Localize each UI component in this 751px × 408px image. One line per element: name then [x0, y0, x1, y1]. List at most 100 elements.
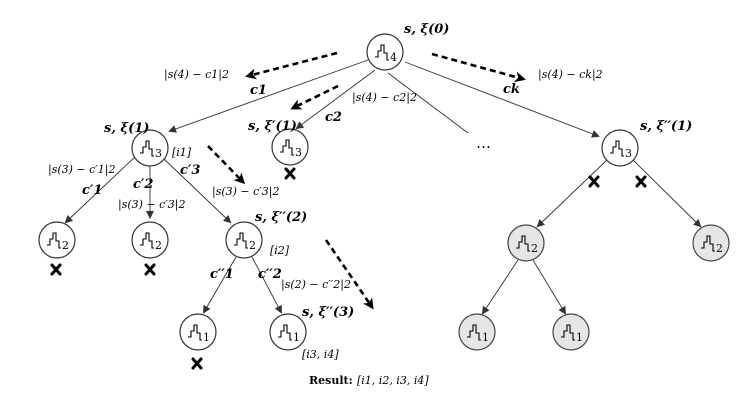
tree-node-c1: 2 [507, 224, 545, 262]
pruned-marker-c-right [635, 175, 647, 188]
step-glyph-icon [701, 235, 715, 252]
edge-label-ck: ck [503, 82, 520, 97]
tree-node-a1: 2 [38, 221, 76, 259]
state-label-a3b: s, ξ′′(3) [302, 305, 354, 320]
state-label-b: s, ξ′(1) [248, 119, 297, 134]
node-circle [131, 221, 169, 259]
cost-label-a-c2p: |s(3) − c′3|2 [118, 198, 186, 212]
node-subscript: 3 [295, 146, 302, 159]
step-glyph-icon [467, 324, 481, 341]
cost-label-root-ck: |s(4) − ck|2 [538, 68, 603, 82]
pruned-marker-a2 [144, 263, 156, 276]
pruned-marker-b [284, 167, 296, 180]
index-label-a3: [i2] [270, 244, 290, 257]
dashed-arrow-a3b [324, 239, 374, 310]
step-glyph-icon [234, 232, 248, 249]
node-subscript: 2 [716, 242, 723, 255]
edge-c1-c1b [532, 259, 567, 315]
edge-choice-labels: c1 c2 ck c′1 c′2 c′3 c′′1 c′′2 [82, 82, 520, 282]
step-glyph-icon [561, 324, 575, 341]
edge-root-b [295, 69, 376, 130]
step-glyph-icon [375, 44, 389, 61]
node-circle [601, 129, 639, 167]
cost-label-root-c2: |s(4) − c2|2 [352, 91, 417, 105]
step-glyph-icon [516, 235, 530, 252]
cost-label-root-c1: |s(4) − c1|2 [164, 68, 229, 82]
edge-label-c3p: c′3 [180, 163, 200, 178]
step-glyph-icon [610, 140, 624, 157]
index-label-a: [i1] [172, 146, 192, 159]
node-circle [269, 313, 307, 351]
step-glyph-icon [188, 324, 202, 341]
edge-root-c [404, 61, 600, 138]
tree-node-c1a: 1 [458, 313, 496, 351]
cost-labels: |s(4) − c1|2 |s(4) − c2|2 |s(4) − ck|2 |… [48, 68, 603, 292]
edge-label-c2p: c′2 [133, 177, 153, 192]
edge-a-a1 [64, 155, 137, 224]
tree-node-a3b: 1 [269, 313, 307, 351]
edge-root-a [168, 59, 369, 133]
node-circle [366, 33, 404, 71]
pruned-markers [50, 167, 647, 370]
state-label-c: s, ξ′′(1) [640, 119, 692, 134]
edge-root-ellipsis [387, 72, 469, 134]
result-line: Result: [i1, i2, i3, i4] [309, 374, 429, 387]
tree-node-a: 3 [131, 129, 169, 167]
node-circle [179, 313, 217, 351]
edge-label-c2pp: c′′2 [258, 267, 282, 282]
cost-label-a3-c2pp: |s(2) − c′′2|2 [281, 278, 351, 292]
node-circle [692, 224, 730, 262]
node-circle [131, 129, 169, 167]
pruned-marker-c-left [588, 175, 600, 188]
node-circle [38, 221, 76, 259]
node-subscript: 1 [293, 331, 300, 344]
result-label: Result: [309, 374, 353, 387]
node-circle [225, 221, 263, 259]
tree-node-a2: 2 [131, 221, 169, 259]
node-subscript: 2 [62, 239, 69, 252]
step-glyph-icon [278, 324, 292, 341]
node-subscript: 3 [155, 147, 162, 160]
node-circle [271, 128, 309, 166]
node-circle [458, 313, 496, 351]
ellipsis-text: … [476, 134, 491, 152]
node-subscript: 1 [482, 331, 489, 344]
edge-c1-c1a [481, 259, 519, 315]
step-glyph-icon [280, 139, 294, 156]
edge-a3-a3b [251, 256, 282, 314]
dashed-arrow-c2 [290, 84, 339, 110]
cost-label-a-c3p: |s(3) − c′3|2 [212, 185, 280, 199]
tree-edges [64, 59, 702, 315]
node-subscript: 3 [625, 147, 632, 160]
tree-node-b: 3 [271, 128, 309, 166]
tree-node-c: 3 [601, 129, 639, 167]
index-label-a3b: [i3, i4] [302, 348, 339, 361]
state-label-root: s, ξ(0) [404, 22, 449, 37]
edge-label-c1: c1 [250, 83, 267, 98]
state-label-a3: s, ξ′′(2) [255, 210, 307, 225]
edge-a-a3 [162, 157, 232, 224]
node-subscript: 2 [155, 239, 162, 252]
edge-label-c2: c2 [325, 110, 342, 125]
node-subscript: 1 [203, 331, 210, 344]
tree-node-a3a: 1 [179, 313, 217, 351]
state-label-a: s, ξ(1) [104, 121, 149, 136]
pruned-marker-a1 [50, 263, 62, 276]
node-subscript: 2 [249, 239, 256, 252]
state-labels: s, ξ(0) s, ξ(1) s, ξ′(1) s, ξ′′(1) s, ξ′… [104, 22, 692, 320]
node-circle [507, 224, 545, 262]
traversal-arrows [207, 51, 526, 310]
edge-c-c1 [536, 159, 608, 228]
dashed-arrow-c1 [245, 51, 338, 80]
result-value: [i1, i2, i3, i4] [357, 374, 429, 387]
step-glyph-icon [140, 232, 154, 249]
cost-label-a-c1p: |s(3) − c′1|2 [48, 163, 116, 177]
node-subscript: 1 [576, 331, 583, 344]
tree-node-c1b: 1 [552, 313, 590, 351]
pruned-marker-a3a [191, 357, 203, 370]
edge-label-c1pp: c′′1 [210, 267, 234, 282]
edge-c-c2 [632, 159, 702, 228]
dashed-arrow-ck [431, 52, 526, 83]
